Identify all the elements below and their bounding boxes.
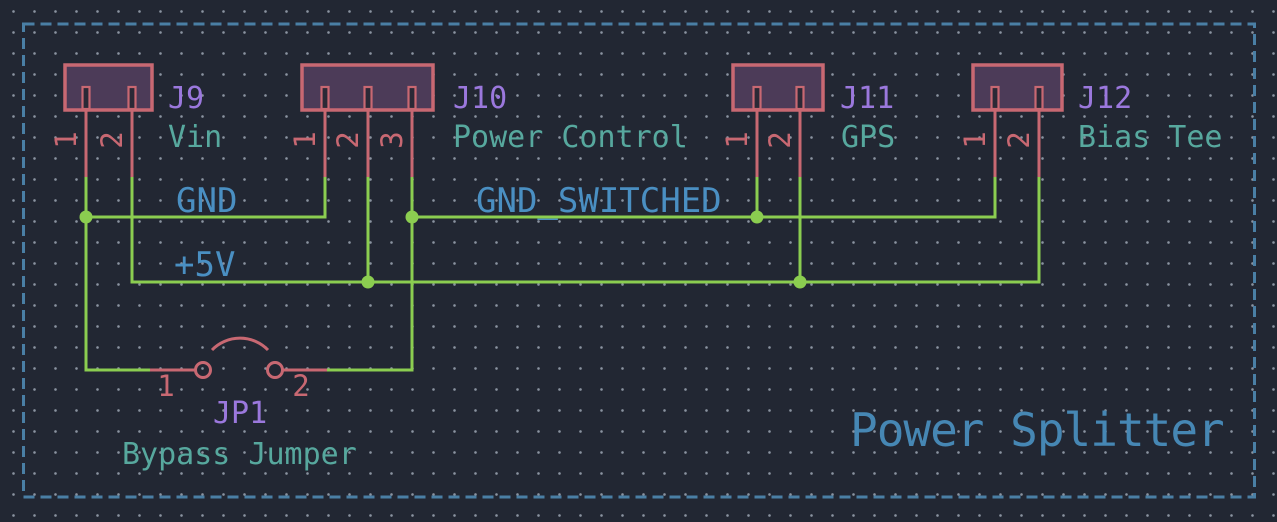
value-j10[interactable]: Power Control [453,120,688,155]
symbol-body[interactable] [731,63,825,112]
symbol-body[interactable] [63,63,154,112]
symbol-j9[interactable] [63,63,154,177]
reference-j11[interactable]: J11 [840,81,895,116]
symbol-j11[interactable] [731,63,825,177]
pin-number-jp1-2: 2 [292,368,310,403]
pin-socket [407,85,417,111]
jumper-pad-1[interactable] [194,361,212,379]
symbol-j10[interactable] [300,63,435,177]
symbol-j12[interactable] [971,63,1064,177]
pin-number-j9-2: 2 [94,131,129,149]
net-label-gnd[interactable]: GND [176,181,238,221]
wires[interactable] [84,176,1041,372]
junctions [79,210,807,289]
pin-socket [752,85,762,111]
pin-socket [127,85,137,111]
reference-jp1[interactable]: JP1 [213,396,268,431]
pin-number-j11-2: 2 [762,131,797,149]
net-label-5v[interactable]: +5V [174,245,236,285]
value-j11[interactable]: GPS [841,120,896,155]
junction-dot [361,275,375,289]
pin-number-j10-3: 3 [374,131,409,149]
pin-number-j11-1: 1 [719,131,754,149]
pin-socket [320,85,330,111]
pin-number-j12-2: 2 [1001,131,1036,149]
net-label-gnd-switched[interactable]: GND_SWITCHED [476,181,722,221]
wire-j9-pin1-to-jumper[interactable] [84,176,150,372]
wire-gnd-switched[interactable] [412,176,997,219]
reference-j12[interactable]: J12 [1078,81,1133,116]
wire-j10-pin3-to-jumper[interactable] [327,176,414,372]
jumper-arc [210,336,270,352]
junction-dot [405,210,419,224]
pin-number-j12-1: 1 [957,131,992,149]
symbol-jp1[interactable] [150,336,327,379]
pin-number-j10-1: 1 [287,131,322,149]
pin-socket [990,85,1000,111]
reference-j10[interactable]: J10 [453,81,508,116]
wire-5v[interactable] [130,176,1041,284]
jumper-pad-2[interactable] [266,361,284,379]
pin-number-j10-2: 2 [330,131,365,149]
reference-j9[interactable]: J9 [168,81,205,116]
symbol-body[interactable] [971,63,1064,112]
value-jp1[interactable]: Bypass Jumper [122,437,357,472]
sheet-title[interactable]: Power Splitter [850,403,1225,457]
junction-dot [750,210,764,224]
pin-number-jp1-1: 1 [157,368,175,403]
pin-socket [81,85,91,111]
junction-dot [793,275,807,289]
sheet-border [22,22,1256,499]
value-j9[interactable]: Vin [168,120,223,155]
pin-socket [363,85,373,111]
pin-number-j9-1: 1 [48,131,83,149]
pin-socket [795,85,805,111]
wire-gnd[interactable] [86,176,327,219]
junction-dot [79,210,93,224]
pin-socket [1034,85,1044,111]
value-j12[interactable]: Bias Tee [1078,120,1223,155]
